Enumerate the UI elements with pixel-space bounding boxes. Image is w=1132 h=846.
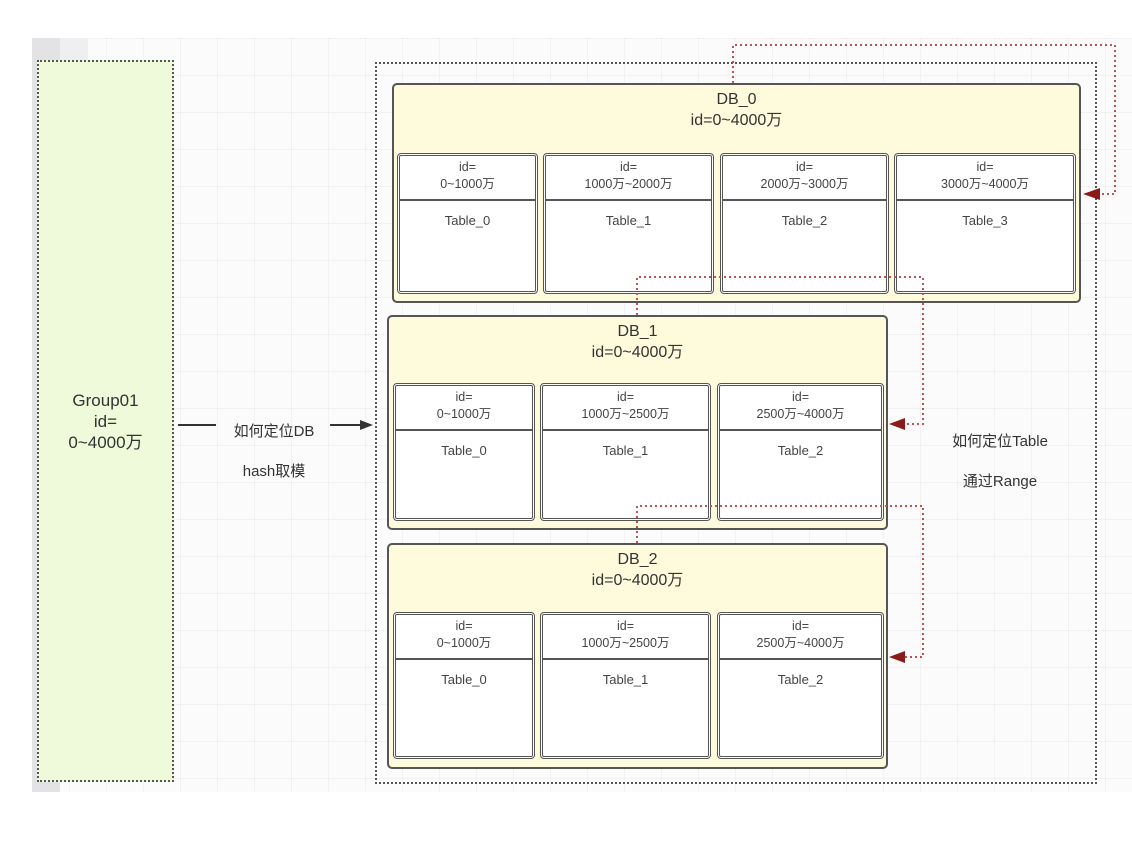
range-arrowhead-db2-icon [889,651,905,663]
db-range: id=0~4000万 [591,572,684,589]
table-name: Table_0 [441,672,487,687]
table-range-header: id= 0~1000万 [400,156,535,201]
table-range-header: id= 3000万~4000万 [897,156,1073,201]
table-range-header: id= 1000万~2500万 [543,615,708,660]
db-locate-line1: 如何定位DB [233,423,315,440]
table-range-label: id= [619,160,638,174]
db-title: DB_2 id=0~4000万 [389,549,886,591]
db-box-0: DB_0 id=0~4000万 id= 0~1000万 Table_0 id= 10… [392,83,1081,303]
table-range-label: id= [616,619,635,633]
db-box-2: DB_2 id=0~4000万 id= 0~1000万 Table_0 id= 10… [387,543,888,769]
table-range-label: id= [795,160,814,174]
table-box: id= 0~1000万 Table_0 [393,383,535,521]
table-box: id= 2500万~4000万 Table_2 [717,612,884,759]
table-range-header: id= 2500万~4000万 [720,386,881,431]
table-locate-annotation: 如何定位Table 通过Range [930,412,1070,512]
db-title: DB_1 id=0~4000万 [389,321,886,363]
table-name: Table_0 [444,213,491,228]
table-name: Table_2 [781,213,828,228]
table-locate-line2: 通过Range [962,473,1038,490]
table-box: id= 1000万~2500万 Table_1 [540,612,711,759]
table-range-value: 1000万~2000万 [584,177,673,191]
range-connector-db2 [636,505,924,658]
table-box: id= 0~1000万 Table_0 [393,612,535,759]
table-name: Table_3 [962,213,1008,228]
table-name: Table_1 [602,672,649,687]
group-label: Group01 id= 0~4000万 [68,390,143,452]
table-box: id= 3000万~4000万 Table_3 [894,153,1076,294]
table-range-label: id= [976,160,994,174]
table-range-header: id= 1000万~2000万 [546,156,711,201]
range-arrowhead-db1-icon [889,418,905,430]
table-box: id= 1000万~2000万 Table_1 [543,153,714,294]
table-range-header: id= 2500万~4000万 [720,615,881,660]
table-range-header: id= 1000万~2500万 [543,386,708,431]
table-box: id= 1000万~2500万 Table_1 [540,383,711,521]
table-range-label: id= [791,619,810,633]
range-connector-db1 [636,276,924,425]
db-range: id=0~4000万 [591,344,684,361]
table-range-header: id= 2000万~3000万 [723,156,886,201]
db-name: DB_0 [716,91,757,108]
db-locate-annotation: 如何定位DB hash取模 [214,402,334,502]
range-connector-db0 [732,44,1116,195]
table-name: Table_1 [602,443,649,458]
table-name: Table_2 [777,672,824,687]
range-arrowhead-db0-icon [1083,188,1100,200]
table-range-value: 1000万~2500万 [581,636,670,650]
table-range-label: id= [616,390,635,404]
db-locate-line2: hash取模 [242,463,306,480]
table-range-value: 2500万~4000万 [756,407,845,421]
table-range-value: 0~1000万 [440,177,495,191]
table-box: id= 2000万~3000万 Table_2 [720,153,889,294]
table-range-value: 2000万~3000万 [760,177,849,191]
table-range-label: id= [791,390,810,404]
table-range-value: 3000万~4000万 [941,177,1029,191]
table-range-value: 0~1000万 [436,636,492,650]
table-range-value: 0~1000万 [436,407,492,421]
db-name: DB_1 [617,323,658,340]
table-range-value: 1000万~2500万 [581,407,670,421]
group-box: Group01 id= 0~4000万 [37,60,174,782]
table-range-header: id= 0~1000万 [396,386,532,431]
table-range-label: id= [455,619,473,633]
table-range-label: id= [455,390,473,404]
hash-arrowhead-icon [360,420,373,430]
table-name: Table_0 [441,443,487,458]
db-range: id=0~4000万 [690,112,783,129]
db-name: DB_2 [617,551,658,568]
table-locate-line1: 如何定位Table [952,433,1048,450]
table-box: id= 2500万~4000万 Table_2 [717,383,884,521]
table-name: Table_1 [605,213,652,228]
db-container [375,62,1097,784]
table-box: id= 0~1000万 Table_0 [397,153,538,294]
db-title: DB_0 id=0~4000万 [394,89,1079,131]
table-range-value: 2500万~4000万 [756,636,845,650]
table-name: Table_2 [777,443,824,458]
table-range-header: id= 0~1000万 [396,615,532,660]
table-range-label: id= [458,160,477,174]
db-box-1: DB_1 id=0~4000万 id= 0~1000万 Table_0 id= 10… [387,315,888,530]
